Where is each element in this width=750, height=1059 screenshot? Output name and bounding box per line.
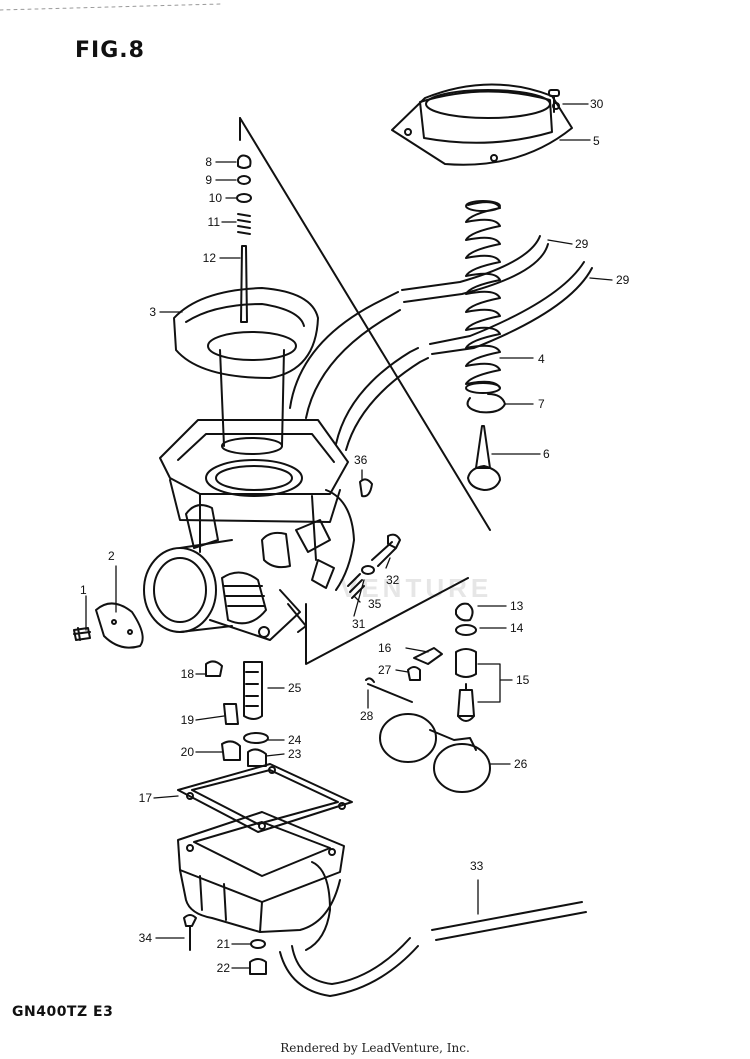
holder-23	[247, 748, 267, 767]
needle-valve-15	[455, 648, 477, 722]
drain-hose-left	[279, 937, 419, 997]
callout-36: 36	[354, 453, 368, 467]
callout-27: 27	[378, 663, 392, 677]
footer-credit: Rendered by LeadVenture, Inc.	[280, 1041, 470, 1055]
callout-8: 8	[205, 155, 212, 169]
top-cover	[391, 83, 573, 166]
callout-10: 10	[208, 191, 222, 205]
needle-jet-holes	[245, 671, 259, 707]
hose-29-a	[401, 235, 549, 303]
screw-27	[407, 666, 421, 681]
callout-5: 5	[593, 134, 600, 148]
part-18	[205, 660, 223, 677]
callout-23: 23	[288, 747, 302, 761]
guide-line	[239, 117, 491, 531]
callout-4: 4	[538, 352, 545, 366]
float-26	[379, 713, 491, 793]
cover-plate-2	[95, 602, 144, 649]
spring-35	[347, 573, 365, 599]
part-10	[236, 193, 252, 203]
callout-7: 7	[538, 397, 545, 411]
callout-35: 35	[368, 597, 382, 611]
callout-17: 17	[138, 791, 152, 805]
part-13	[455, 602, 474, 622]
part-11-spring	[237, 213, 251, 235]
main-jet-20	[221, 740, 241, 761]
callout-33: 33	[470, 859, 484, 873]
throttle-spring	[465, 200, 501, 394]
part-12-needle	[240, 245, 248, 323]
part-36	[359, 478, 373, 498]
callout-24: 24	[288, 733, 302, 747]
hose-29-left	[289, 291, 401, 419]
callout-3: 3	[149, 305, 156, 319]
callout-11: 11	[207, 215, 220, 229]
part-8	[237, 154, 252, 169]
drain-hose-33	[431, 901, 587, 941]
washer-31	[361, 565, 375, 575]
callout-30: 30	[590, 97, 604, 111]
screw-34-head	[183, 914, 197, 927]
screw-32	[371, 533, 401, 567]
callout-16: 16	[378, 641, 392, 655]
callout-13: 13	[510, 599, 524, 613]
drain-screw-22	[249, 958, 267, 975]
callout-15: 15	[516, 673, 530, 687]
float-gasket-17	[177, 763, 353, 833]
washer-24	[243, 732, 269, 744]
watermark: VENTURE	[340, 573, 493, 603]
callout-22: 22	[216, 961, 230, 975]
float-bowl	[177, 811, 345, 951]
callout-20: 20	[180, 745, 194, 759]
callout-12: 12	[202, 251, 216, 265]
callout-28: 28	[360, 709, 374, 723]
callout-14: 14	[510, 621, 524, 635]
washer-14	[455, 624, 477, 636]
callout-26: 26	[514, 757, 528, 771]
needle-jet-25	[243, 661, 263, 720]
callout-34: 34	[138, 931, 152, 945]
clip-7	[466, 393, 506, 414]
callout-2: 2	[108, 549, 115, 563]
callout-25: 25	[288, 681, 302, 695]
pilot-jet-19	[223, 703, 239, 725]
screw-1-head	[73, 627, 91, 641]
callout-29a: 29	[575, 237, 589, 251]
figure-label: FIG.8	[75, 38, 145, 63]
pin-28	[365, 677, 413, 703]
jet-needle-6	[467, 425, 501, 491]
scan-edge	[0, 3, 221, 11]
callout-18: 18	[180, 667, 194, 681]
carburetor-body	[143, 419, 355, 641]
screw-30	[548, 89, 560, 113]
callout-29b: 29	[616, 273, 630, 287]
callout-1: 1	[80, 583, 87, 597]
callout-21: 21	[216, 937, 230, 951]
callout-31: 31	[352, 617, 366, 631]
callout-32: 32	[386, 573, 400, 587]
callout-9: 9	[205, 173, 212, 187]
washer-21	[250, 939, 266, 949]
callout-19: 19	[180, 713, 194, 727]
part-9	[237, 175, 251, 185]
callout-6: 6	[543, 447, 550, 461]
group-bracket	[305, 577, 469, 665]
hose-29-left2	[335, 347, 429, 451]
diaphragm-piston	[173, 287, 319, 455]
model-code: GN400TZ E3	[12, 1004, 114, 1020]
hose-29-b	[429, 261, 593, 355]
